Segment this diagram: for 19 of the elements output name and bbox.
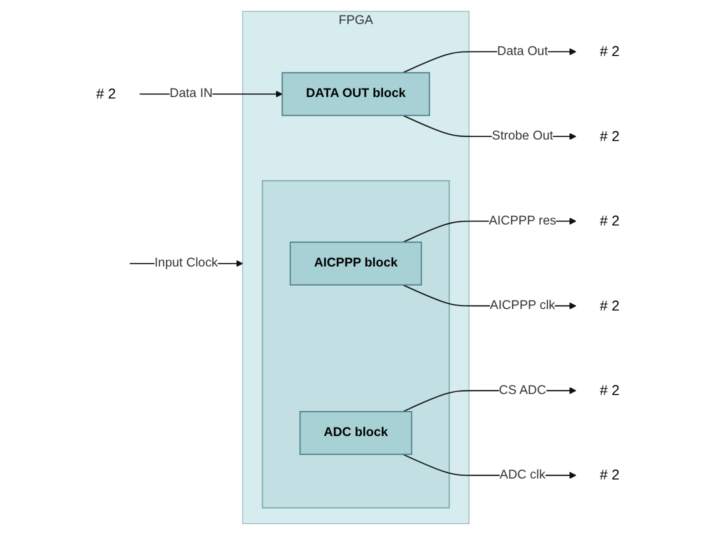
node-text: # 2 — [600, 298, 620, 314]
edge-label: Strobe Out — [492, 129, 554, 143]
node-box: DATA OUT block — [282, 72, 430, 116]
node-text: # 2 — [600, 467, 620, 483]
node-box: ADC block — [300, 411, 412, 455]
edge-label: ADC clk — [500, 468, 546, 482]
edge-label: AICPPP clk — [490, 298, 556, 312]
edge-label: Data Out — [497, 44, 548, 58]
edge-label: Data IN — [170, 86, 213, 100]
node-text: # 2 — [600, 382, 620, 398]
edge-label: Input Clock — [154, 256, 218, 270]
edge-label: AICPPP res — [488, 214, 556, 228]
node-text: # 2 — [600, 43, 620, 60]
node-text: # 2 — [600, 212, 620, 229]
edge-label: CS ADC — [499, 383, 546, 397]
cluster — [262, 180, 450, 508]
node-box: AICPPP block — [290, 242, 422, 286]
node-text: # 2 — [600, 128, 620, 144]
node-text: # 2 — [96, 86, 116, 102]
